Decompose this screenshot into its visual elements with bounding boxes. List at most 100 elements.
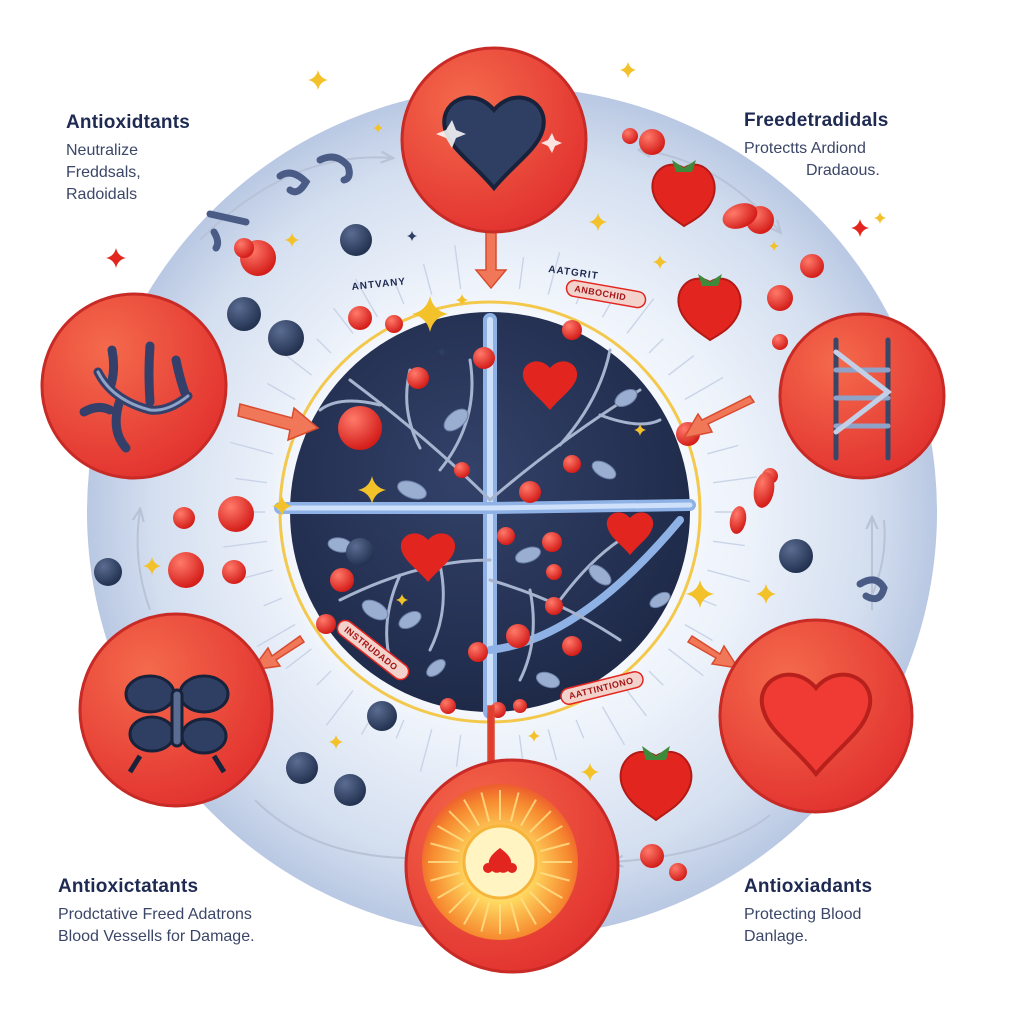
red-blood-cell (753, 472, 775, 508)
label-top-right-body: Protectts Ardiond Dradaous. (744, 138, 1004, 182)
light-ray (626, 690, 648, 717)
free-radical-molecule (340, 224, 372, 256)
light-ray (626, 298, 655, 334)
berry (542, 532, 562, 552)
light-ray (354, 278, 379, 318)
berry (234, 238, 254, 258)
berry (497, 527, 515, 545)
sparkle (874, 212, 886, 224)
node-top (400, 46, 588, 234)
node-bottom-left (78, 612, 274, 808)
berry (173, 507, 195, 529)
light-ray (648, 670, 664, 686)
sparkle (686, 580, 714, 608)
label-top-left-title: Antioxidtants (66, 112, 190, 133)
light-ray (518, 257, 525, 290)
berry (772, 334, 788, 350)
arrow-left (237, 403, 320, 442)
arrow-bottom-right (686, 634, 740, 669)
sun-ray (437, 882, 465, 899)
label-bottom-right-body: Protecting Blood Danlage. (744, 904, 1004, 948)
label-top-left: Antioxidtants Neutralize Freddsals, Rado… (66, 112, 306, 206)
antioxidant-berries (168, 128, 824, 881)
arrow-top (474, 229, 508, 290)
sparkles (106, 62, 886, 781)
berry (545, 597, 563, 615)
node-right (778, 312, 946, 480)
light-ray (707, 444, 739, 455)
sparkle (272, 496, 292, 516)
label-bottom-right-title: Antioxiadants (744, 876, 873, 897)
label-bottom-right-line: Danlage. (744, 928, 809, 945)
lungs-icon (124, 674, 230, 774)
sparkle (308, 70, 328, 90)
red-blood-cell (722, 203, 758, 229)
berry (218, 496, 254, 532)
berry (330, 568, 354, 592)
core-rays (223, 245, 757, 779)
sun-ray (448, 890, 472, 914)
light-ray (241, 569, 273, 580)
light-ray (712, 476, 757, 484)
light-ray (316, 338, 332, 354)
label-bottom-left-title: Antioxictatants (58, 876, 199, 897)
free-radical-molecule (779, 539, 813, 573)
sun-ray (520, 897, 537, 925)
free-radical-molecule (367, 701, 397, 731)
label-bottom-left: Antioxictatants Prodctative Freed Adatro… (58, 876, 378, 948)
berry (473, 347, 495, 369)
label-top-left-line: Freddsals, (66, 164, 141, 181)
sun-ray (528, 890, 552, 914)
berry (440, 698, 456, 714)
berry (316, 614, 336, 634)
light-ray (263, 597, 283, 607)
connector-right (869, 519, 886, 601)
sun-ray (540, 871, 570, 882)
label-top-left-line: Radoidals (66, 186, 138, 203)
berry (222, 560, 246, 584)
node-left (40, 292, 228, 480)
free-radical-molecules (94, 224, 813, 816)
sparkle (528, 730, 540, 742)
sparkle (851, 219, 869, 237)
ribbon-left (336, 619, 410, 681)
sparkle (396, 594, 408, 606)
light-ray (332, 307, 354, 334)
berry (168, 552, 204, 588)
light-ray (419, 729, 433, 773)
core-heart-2 (400, 533, 456, 582)
label-top-right-line: Dradaous. (806, 162, 880, 179)
berry (454, 462, 470, 478)
label-top-left-body: Neutralize Freddsals, Radoidals (66, 140, 306, 206)
node-bottom (404, 758, 620, 974)
sparkle (653, 255, 667, 269)
inward-arrows (237, 229, 756, 794)
sun-ray (448, 810, 472, 834)
berry (669, 863, 687, 881)
arrow-right (682, 395, 756, 440)
sparkle (106, 248, 126, 268)
sparkle (143, 557, 161, 575)
berry (563, 455, 581, 473)
core-heart-3 (606, 512, 654, 555)
berry (519, 481, 541, 503)
light-ray (547, 729, 558, 761)
light-ray (455, 734, 462, 767)
free-radical-molecule (334, 774, 366, 806)
vessel-fragments (206, 153, 888, 603)
light-ray (395, 285, 405, 305)
dna-ladder-icon (833, 337, 893, 461)
sun-ray (535, 882, 563, 899)
sparkle (412, 296, 448, 332)
sunburst-icon (488, 848, 512, 873)
sun-ray (480, 902, 491, 932)
light-ray (316, 670, 332, 686)
label-top-right-line: Protectts Ardiond (744, 140, 866, 157)
sparkle (407, 231, 417, 241)
connector-left (138, 510, 151, 611)
light-ray (601, 706, 626, 746)
label-bottom-left-line: Blood Vessells for Damage. (58, 928, 255, 945)
berry (562, 320, 582, 340)
